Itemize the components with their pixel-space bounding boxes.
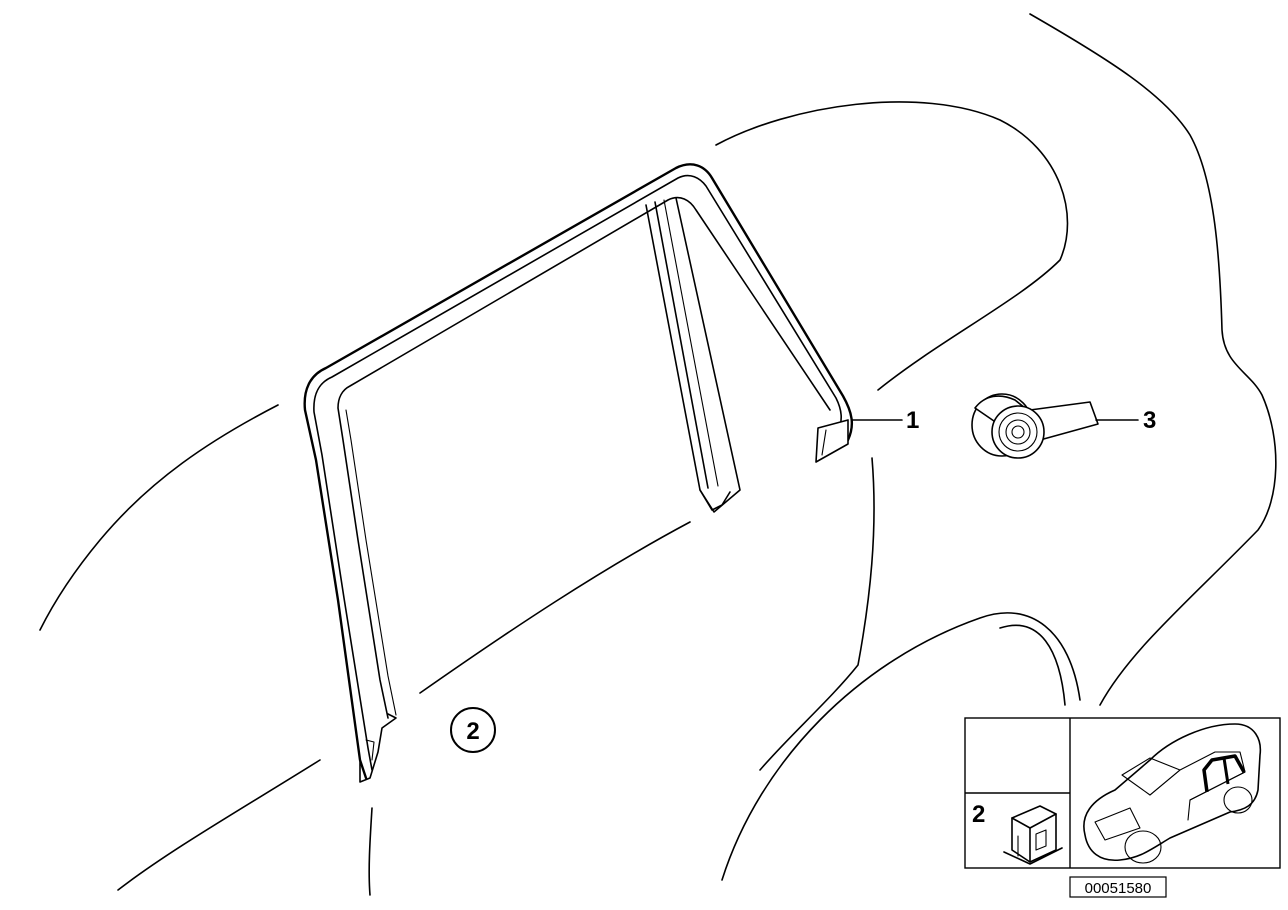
center-pillar-trim bbox=[645, 197, 741, 513]
inset-label-2: 2 bbox=[972, 801, 985, 828]
clip-detail bbox=[1003, 805, 1063, 865]
adhesive-tape-roll bbox=[971, 393, 1099, 459]
callout-part-1: 1 bbox=[906, 407, 919, 434]
callout-part-2: 2 bbox=[466, 718, 479, 745]
car-body-outline bbox=[39, 13, 1277, 896]
diagram-code-box: 00051580 bbox=[1069, 876, 1167, 898]
window-frame-trim bbox=[303, 163, 854, 783]
callout-part-3: 3 bbox=[1143, 407, 1156, 434]
car-overview-thumbnail bbox=[1083, 723, 1262, 864]
callout-part-2-circle: 2 bbox=[450, 707, 496, 753]
diagram-code: 00051580 bbox=[1085, 880, 1152, 897]
